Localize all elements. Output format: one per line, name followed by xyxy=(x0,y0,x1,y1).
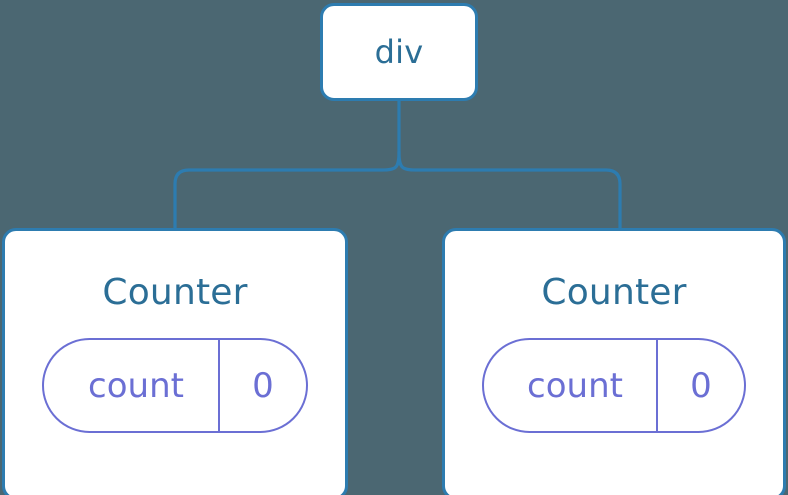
node-div[interactable]: div xyxy=(320,3,478,101)
state-pill-key-1: count xyxy=(527,365,623,406)
node-counter-0[interactable]: Counter count 0 xyxy=(2,228,348,495)
state-pill-divider-0 xyxy=(218,340,220,431)
state-pill-key-0: count xyxy=(88,365,184,406)
state-pill-divider-1 xyxy=(656,340,658,431)
node-counter-1[interactable]: Counter count 0 xyxy=(442,228,786,495)
state-pill-count-0[interactable]: count 0 xyxy=(42,338,308,433)
state-pill-value-1: 0 xyxy=(690,365,712,406)
connector-branch-right xyxy=(397,150,622,232)
node-div-label: div xyxy=(374,33,424,71)
connector-branch-left xyxy=(173,150,401,232)
state-pill-count-1[interactable]: count 0 xyxy=(482,338,746,433)
node-counter-1-label: Counter xyxy=(541,272,687,313)
node-counter-0-label: Counter xyxy=(102,272,248,313)
state-pill-value-0: 0 xyxy=(252,365,274,406)
